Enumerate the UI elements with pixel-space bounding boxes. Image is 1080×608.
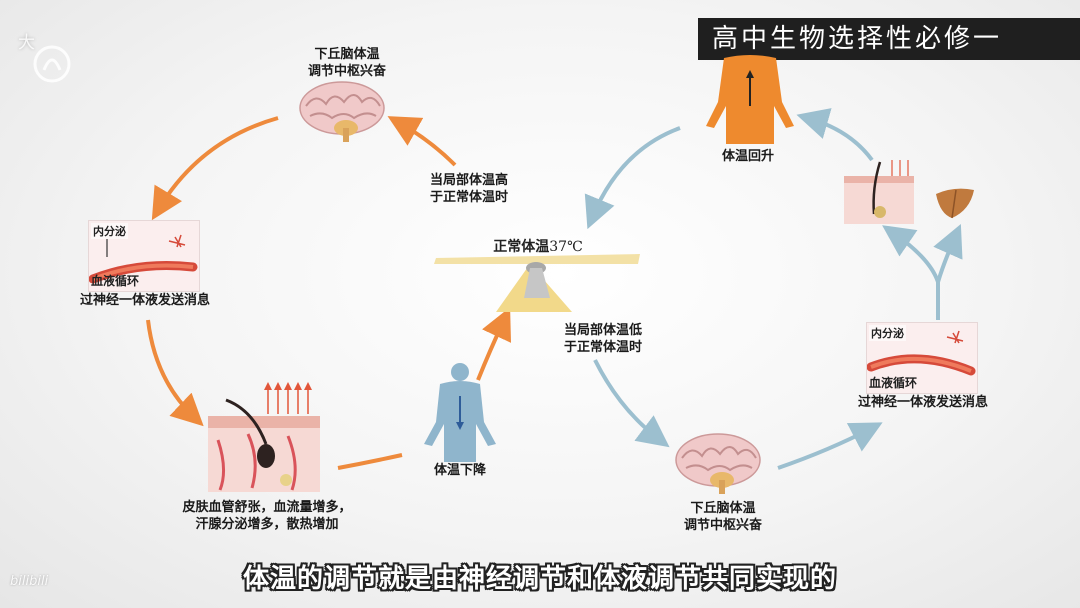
circulation-caption-right: 过神经一体液发送消息: [838, 394, 1008, 411]
brain-icon-right: [672, 432, 764, 494]
brain-icon: [296, 80, 388, 142]
arrow-circulation-up: [892, 232, 938, 320]
circulation-caption-left: 过神经一体液发送消息: [60, 292, 230, 309]
blood-circulation-tag: 血液循环: [91, 272, 139, 289]
arrow-brain-to-circulation: [158, 118, 278, 210]
arrow-trigger-to-brain: [398, 122, 455, 165]
balance-icon: [432, 252, 644, 314]
hypothalamus-label-left: 下丘脑体温调节中枢兴奋: [292, 46, 402, 80]
arrow-brain-to-circulation-right: [778, 428, 872, 468]
trigger-label-left: 当局部体温高于正常体温时: [410, 172, 528, 206]
liver-icon: [934, 186, 976, 220]
endocrine-tag: 内分泌: [91, 223, 128, 239]
arrow-warmbody-to-balance: [592, 128, 680, 218]
skin-cold-icon: [844, 158, 914, 224]
subtitle-caption: 体温的调节就是由神经调节和体液调节共同实现的: [0, 558, 1080, 595]
arrow-skin-to-body: [338, 455, 402, 468]
result-label-right: 体温回升: [706, 148, 790, 165]
arrow-circulation-to-liver: [938, 235, 956, 282]
result-label-left: 体温下降: [418, 462, 502, 479]
logo-icon: [30, 44, 74, 84]
skin-icon: [208, 380, 320, 492]
blood-vessel-icon: 内分泌 血液循环: [88, 220, 200, 292]
arrow-trigger-to-brain-right: [595, 360, 660, 440]
arrow-circulation-to-skin: [148, 320, 195, 418]
trigger-label-right: 当局部体温低于正常体温时: [544, 322, 662, 356]
hypothalamus-label-right: 下丘脑体温调节中枢兴奋: [668, 500, 778, 534]
arrow-skin-to-warmbody: [808, 118, 872, 160]
endocrine-tag-right: 内分泌: [869, 325, 906, 341]
human-body-icon: [414, 362, 506, 462]
blood-circulation-tag-right: 血液循环: [869, 374, 917, 391]
skin-response-label: 皮肤血管舒张，血流量增多，汗腺分泌增多，散热增加: [162, 499, 372, 533]
blood-vessel-icon-right: 内分泌 血液循环: [866, 322, 978, 394]
warm-body-icon: [702, 52, 798, 144]
